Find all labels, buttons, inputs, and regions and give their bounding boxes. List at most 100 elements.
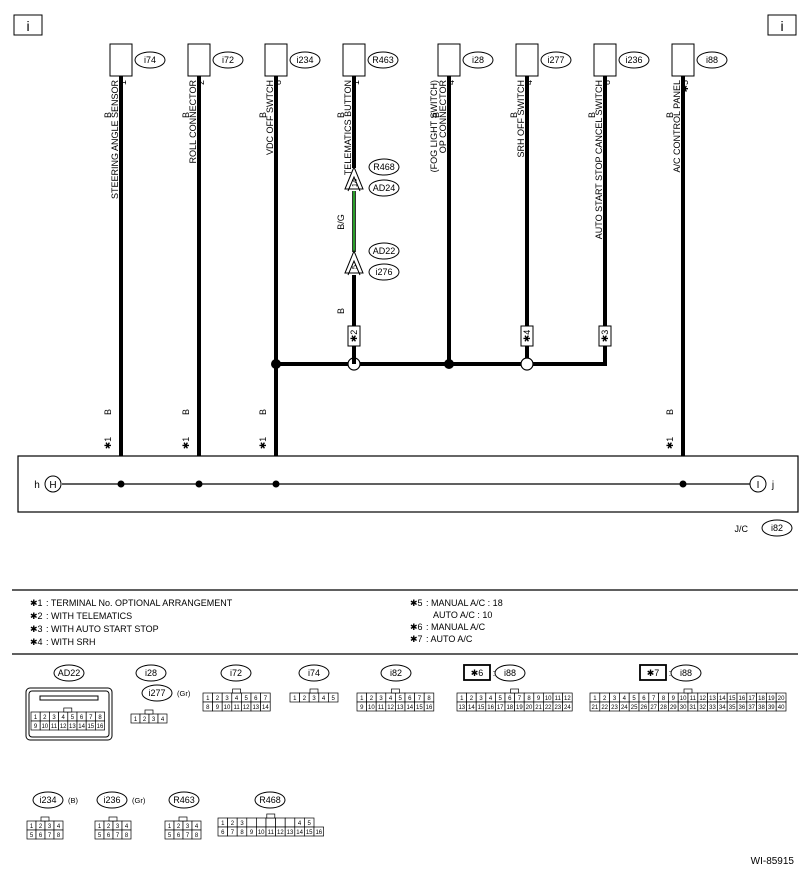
pin-number: 31 (690, 705, 697, 711)
wire-color: B (665, 112, 675, 118)
terminal-note: ✱1 (103, 437, 113, 450)
pin-number: 38 (758, 705, 765, 711)
variant-box (463, 664, 491, 681)
pin-number: 3 (312, 696, 316, 702)
pin-number: 6 (508, 696, 512, 702)
pin-number: 1 (360, 696, 364, 702)
pinout-id: i88 (504, 668, 516, 678)
connector-header-box (437, 43, 461, 77)
jc-label: J/C (735, 524, 749, 534)
pin-number: 8 (206, 705, 210, 711)
pin-number: 5 (332, 696, 336, 702)
inline-connector-inner (347, 175, 361, 192)
pin-number: 4 (125, 824, 129, 830)
pin-number: 2 (177, 824, 181, 830)
pinout-id: i236 (103, 795, 120, 805)
pin-cell (313, 826, 324, 837)
pin-number: 3 (48, 824, 52, 830)
pin-number: 27 (650, 705, 657, 711)
note-key: ✱7 (410, 634, 423, 644)
pinout-id: i72 (230, 668, 242, 678)
pin-number: 4 (623, 696, 627, 702)
connector-name: STEERING ANGLE SENSOR (110, 80, 120, 200)
connector-housing-inner (28, 690, 110, 738)
connector-header-box (342, 43, 366, 77)
connector-id-oval (618, 51, 650, 69)
pin-number: 22 (545, 705, 552, 711)
pin-number: 12 (277, 830, 284, 836)
pin-number: 16 (426, 705, 433, 711)
pin-number: 7 (89, 715, 93, 721)
inline-connector-inner (347, 259, 361, 276)
connector-key (266, 813, 276, 819)
pin-cell (562, 701, 573, 712)
pin-number: 23 (554, 705, 561, 711)
pin-number: 16 (487, 705, 494, 711)
connector-key (178, 816, 188, 822)
inline-pin: 5 (350, 265, 359, 269)
wire-color: B (509, 112, 519, 118)
option-marker-box (520, 325, 534, 347)
connector-header-box (187, 43, 211, 77)
pin-number: 28 (660, 705, 667, 711)
connector-name: AUTO START STOP CANCEL SWITCH (594, 80, 604, 239)
inline-id-oval (368, 158, 400, 176)
pin-number: 34 (719, 705, 726, 711)
connector-key (232, 688, 241, 694)
wire-color: B (258, 112, 268, 118)
connector-header-box (671, 43, 695, 77)
pin-number: 17 (497, 705, 504, 711)
pinout-id-oval (141, 684, 173, 702)
pin-number: 6 (254, 696, 258, 702)
note-key: ✱2 (30, 611, 43, 621)
pinout-id-oval (298, 664, 330, 682)
pin-number: 6 (80, 715, 84, 721)
option-marker-box (347, 325, 361, 347)
pin-number: 2 (370, 696, 374, 702)
pin-number: 7 (231, 830, 235, 836)
pin-number: 4 (57, 824, 61, 830)
note-text: : WITH SRH (46, 637, 96, 647)
connector-name: SRH OFF SWITCH (516, 80, 526, 158)
pin-number: 21 (592, 705, 599, 711)
junction-connector-box (17, 455, 799, 513)
pin-number: 4 (489, 696, 493, 702)
node-right-label: I (757, 480, 760, 491)
pin-number: 10 (680, 696, 687, 702)
connector-id: R463 (372, 55, 394, 65)
wire-color-lower: B (665, 409, 675, 415)
connector-header-box (593, 43, 617, 77)
pin-number: 7 (518, 696, 522, 702)
pinout-id: R463 (173, 795, 195, 805)
wire-color-lower: B (181, 409, 191, 415)
connector-id: i72 (222, 55, 234, 65)
connector-key (510, 688, 519, 694)
pin-cell (275, 817, 286, 828)
connector-id-oval (134, 51, 166, 69)
pin-number: 13 (287, 830, 294, 836)
pin-cell (265, 817, 276, 828)
pin-number: 1 (34, 715, 38, 721)
pinout-id-oval (380, 664, 412, 682)
pin-number: 14 (78, 724, 85, 730)
connector-id-oval (696, 51, 728, 69)
pin-number: 9 (250, 830, 254, 836)
page-marker-right (767, 14, 797, 36)
wire-color: B (431, 112, 441, 118)
pin-number: 4 (235, 696, 239, 702)
connector-name: VDC OFF SWTCH (265, 80, 275, 155)
pin-number: 1 (206, 696, 210, 702)
connector-header-box (515, 43, 539, 77)
connector-id: i74 (144, 55, 156, 65)
pin-number: 5 (632, 696, 636, 702)
variant-box (639, 664, 667, 681)
pin-number: 14 (406, 705, 413, 711)
pin-number: 1 (221, 821, 225, 827)
